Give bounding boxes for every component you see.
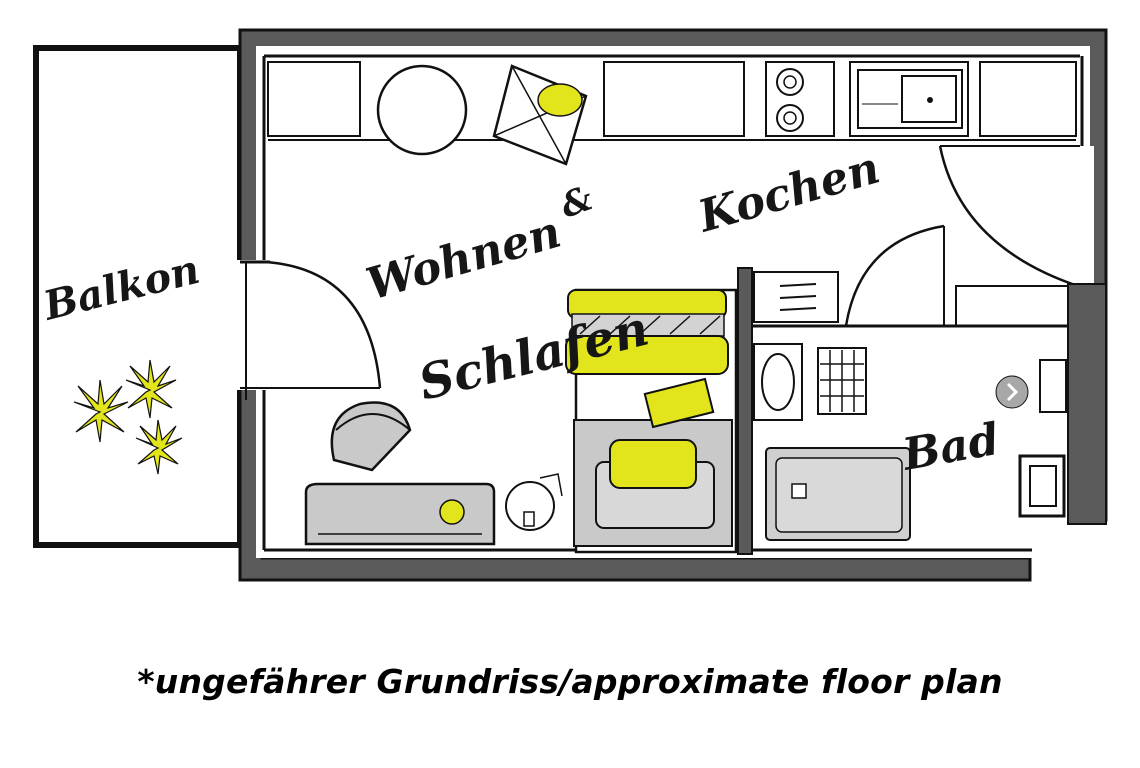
bathroom-walls — [737, 224, 1107, 555]
shower-icon — [817, 347, 867, 415]
balcony-door — [236, 260, 382, 400]
living-label-amp: & — [555, 178, 598, 226]
shelf — [753, 271, 839, 323]
side-table — [505, 473, 563, 531]
living-label-line1: Wohnen — [361, 207, 566, 311]
round-table — [376, 64, 468, 156]
toilet-icon — [995, 359, 1067, 413]
stove-icon — [776, 68, 804, 132]
plant-icon — [73, 359, 183, 475]
floor-plan: Balkon Wohnen & Schlafen Kochen Bad — [33, 28, 1108, 582]
balcony-area — [33, 45, 243, 548]
caption: *ungefährer Grundriss/approximate floor … — [137, 662, 1003, 701]
bed-icon — [565, 288, 738, 554]
washbasin-icon — [753, 343, 803, 421]
armchair-icon — [330, 401, 412, 472]
kitchen-label: Kochen — [691, 142, 885, 243]
bath-label: Bad — [897, 414, 1003, 481]
entry-door — [938, 145, 1094, 327]
bathtub-icon — [765, 447, 911, 541]
sofa-icon — [304, 482, 496, 546]
lamp-icon — [492, 64, 588, 166]
sink-icon — [857, 69, 963, 129]
